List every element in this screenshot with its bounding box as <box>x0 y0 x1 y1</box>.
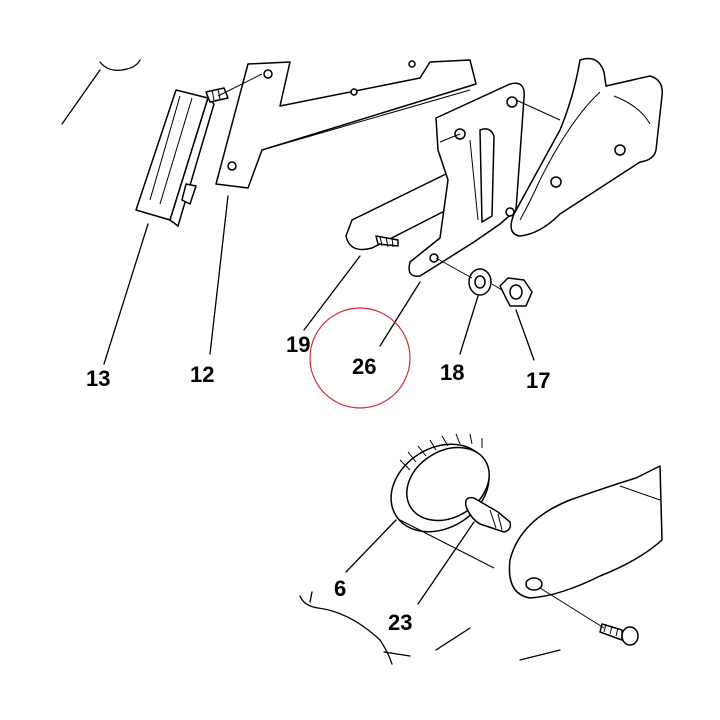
part-17-nut <box>499 277 533 307</box>
leader-13 <box>103 223 149 365</box>
leader-19 <box>303 255 361 331</box>
leader-lines <box>103 195 535 605</box>
assembly-axis-lines <box>217 73 561 291</box>
callout-18: 18 <box>440 360 464 385</box>
callout-13: 13 <box>86 366 110 391</box>
frame-bracket-right <box>510 57 663 237</box>
leader-23 <box>417 521 475 605</box>
callout-17: 17 <box>526 368 550 393</box>
part-13-reflector <box>135 87 229 227</box>
leader-26 <box>379 281 421 347</box>
part-18-washer <box>468 268 492 296</box>
part-23-bulb <box>464 496 512 533</box>
indicator-housing <box>399 465 663 599</box>
callout-6: 6 <box>334 576 346 601</box>
leader-12 <box>209 195 229 355</box>
part-6-lens <box>390 433 490 533</box>
part-12-bracket <box>215 59 477 189</box>
callout-19: 19 <box>286 332 310 357</box>
part-26-plate <box>408 82 525 277</box>
highlight-circle <box>309 307 411 409</box>
bottom-brace <box>299 591 561 665</box>
screw <box>539 587 639 646</box>
leader-18 <box>459 295 479 355</box>
partial-outline-top-left <box>61 59 141 125</box>
callout-12: 12 <box>190 362 214 387</box>
callout-26: 26 <box>352 354 376 379</box>
callout-labels: 13 12 19 26 18 17 6 23 <box>86 332 550 635</box>
leader-6 <box>345 519 397 573</box>
callout-23: 23 <box>388 610 412 635</box>
leader-17 <box>515 309 535 361</box>
